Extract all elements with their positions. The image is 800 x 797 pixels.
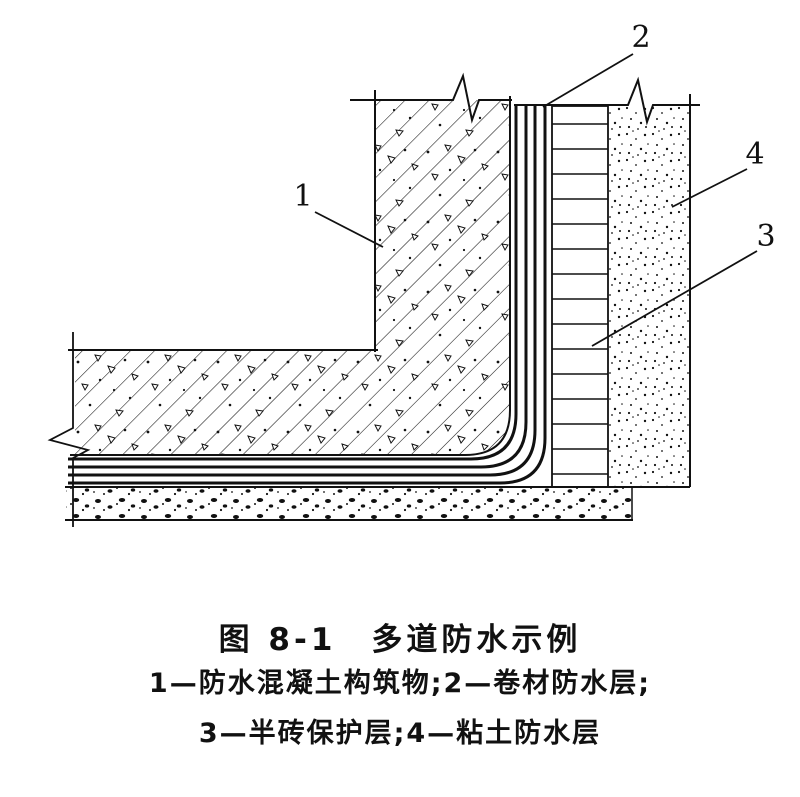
callout-label-4: 4 xyxy=(745,137,764,172)
membrane-line-1 xyxy=(68,106,518,461)
callout-label-2: 2 xyxy=(631,20,650,55)
callout-label-3: 3 xyxy=(756,219,775,254)
concrete-aggregate-fill xyxy=(75,100,510,455)
leader-lines xyxy=(314,53,758,347)
callout-label-1: 1 xyxy=(293,179,312,214)
wall-top-break-line xyxy=(350,72,512,124)
leader-line-3 xyxy=(591,250,758,347)
waterproofing-section-drawing: 1 2 4 3 xyxy=(47,20,776,527)
membrane-line-3 xyxy=(68,106,537,477)
leader-line-4 xyxy=(671,168,748,208)
leader-line-2 xyxy=(542,53,634,108)
figure-caption: 图 8-1 多道防水示例 xyxy=(218,622,582,658)
slab-left-break-line xyxy=(47,332,91,527)
legend-line-1: 1—防水混凝土构筑物;2—卷材防水层; xyxy=(148,668,652,699)
top-cap-break-line xyxy=(514,76,700,126)
brick-column xyxy=(551,105,609,488)
membrane-line-2 xyxy=(68,106,528,469)
legend-line-2: 3—半砖保护层;4—粘土防水层 xyxy=(198,718,602,749)
concrete-structure-section xyxy=(47,72,512,527)
base-bedding-layer xyxy=(65,486,690,521)
leader-line-1 xyxy=(314,211,384,248)
membrane-waterproof-layer xyxy=(68,106,547,485)
brick-protection-layer xyxy=(551,105,609,488)
membrane-line-4 xyxy=(68,106,547,485)
caption-block: 图 8-1 多道防水示例 1—防水混凝土构筑物;2—卷材防水层; 3—半砖保护层… xyxy=(0,614,800,759)
base-layer-fill xyxy=(66,488,632,519)
wall-right-and-slab-bottom-edge xyxy=(70,96,511,456)
callout-numbers: 1 2 4 3 xyxy=(293,20,775,254)
